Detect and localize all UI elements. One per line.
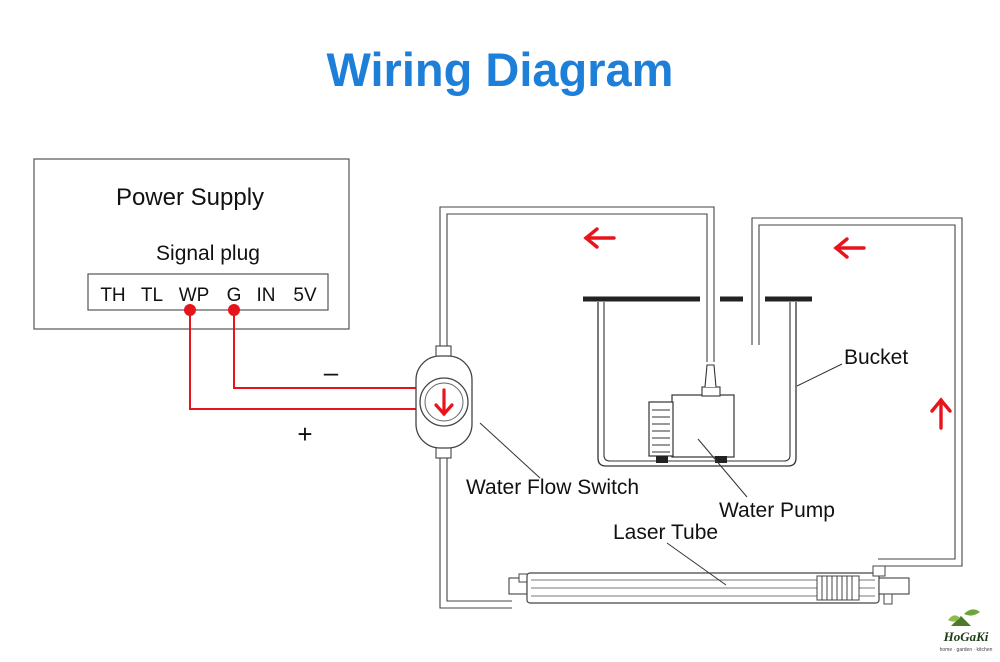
logo-name: HoGaKi	[943, 629, 989, 644]
page-title: Wiring Diagram	[327, 43, 674, 96]
bucket-label: Bucket	[844, 346, 908, 369]
terminal-wp: WP	[179, 285, 210, 306]
hogaki-logo: HoGaKi home · garden · kitchen	[940, 609, 993, 653]
negative-sign: –	[324, 357, 339, 387]
arrow-left-icon	[583, 227, 616, 249]
terminal-in: IN	[257, 285, 276, 306]
bucket	[583, 296, 812, 467]
power-supply: Power Supply Signal plug TH TL WP G IN 5…	[33, 158, 350, 330]
wire-negative	[233, 310, 418, 389]
water-hoses	[439, 206, 963, 609]
water-pump	[648, 364, 735, 463]
wire-positive	[189, 310, 418, 410]
laser-tube-label: Laser Tube	[613, 521, 718, 544]
power-supply-label: Power Supply	[116, 184, 264, 211]
wp-connector-dot	[184, 304, 196, 316]
water-flow-switch	[415, 345, 473, 459]
g-connector-dot	[228, 304, 240, 316]
water-pump-label: Water Pump	[719, 499, 835, 522]
signal-plug-label: Signal plug	[156, 242, 260, 265]
logo-tagline: home · garden · kitchen	[940, 647, 993, 653]
arrow-left-icon	[833, 237, 866, 259]
laser-tube	[508, 565, 910, 605]
terminal-tl: TL	[141, 285, 163, 306]
water-flow-switch-label: Water Flow Switch	[466, 476, 639, 499]
signal-plug	[87, 273, 329, 311]
leader-lines	[479, 363, 843, 586]
signal-wires	[189, 310, 418, 410]
terminal-5v: 5V	[293, 285, 317, 306]
arrow-up-icon	[930, 397, 952, 430]
positive-sign: +	[297, 419, 312, 449]
terminal-th: TH	[100, 285, 125, 306]
arrow-down-icon	[434, 388, 454, 417]
terminal-g: G	[227, 285, 242, 306]
